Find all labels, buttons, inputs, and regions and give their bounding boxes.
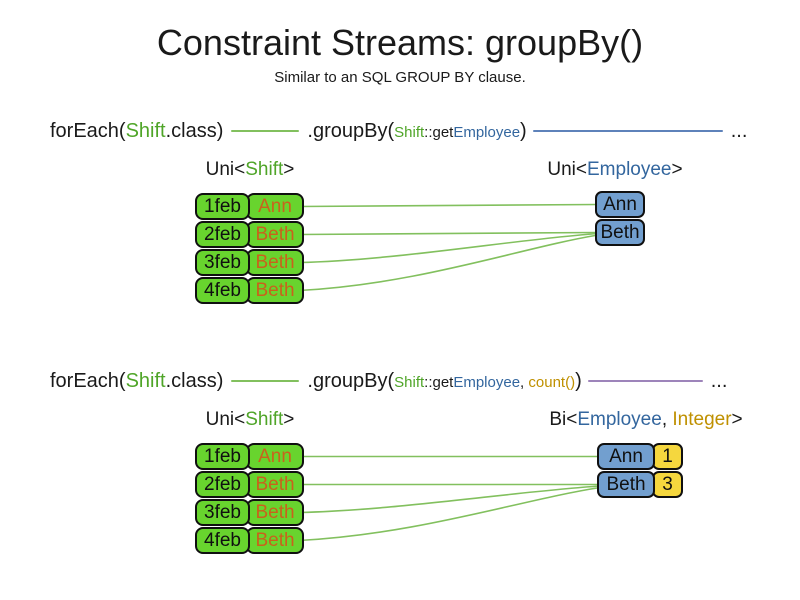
- date-cell: 1feb: [195, 443, 250, 470]
- label-token-integer: Integer: [672, 409, 732, 430]
- code-token: forEach(: [50, 369, 126, 392]
- group-row: Ann: [595, 191, 645, 218]
- code-token-count: count(): [528, 373, 576, 391]
- fact-row: 3feb Beth: [195, 499, 304, 526]
- code-token: .groupBy(: [307, 119, 395, 142]
- result-type-label-2: Bi<Employee, Integer>: [535, 409, 757, 431]
- code-token-shift: Shift: [394, 123, 425, 141]
- label-token-employee: Employee: [577, 409, 662, 430]
- fact-table-1: 1feb Ann 2feb Beth 3feb Beth 4feb Beth: [195, 193, 304, 305]
- group-row: Beth 3: [597, 471, 683, 498]
- code-line-1: forEach(Shift.class) .groupBy(Shift::get…: [50, 119, 747, 143]
- code-groupby-args-2: Shift::getEmployee, count(): [394, 374, 575, 391]
- code-token: ::get: [424, 373, 454, 391]
- result-type-label-1: Uni<Employee>: [540, 159, 690, 181]
- code-token-shift: Shift: [125, 369, 166, 392]
- date-cell: 3feb: [195, 499, 250, 526]
- label-token-shift: Shift: [245, 409, 284, 430]
- code-ellipsis-1: ...: [730, 119, 748, 142]
- group-employee-cell: Beth: [595, 219, 645, 246]
- code-token-employee: Employee: [453, 123, 521, 141]
- group-employee-cell: Ann: [595, 191, 645, 218]
- group-count-cell: 1: [652, 443, 683, 470]
- code-groupby-call-2: .groupBy(Shift::getEmployee, count()): [307, 370, 581, 393]
- label-token: Uni<: [547, 159, 587, 180]
- source-type-label-1: Uni<Shift>: [195, 159, 305, 181]
- code-token: .class): [165, 369, 224, 392]
- fact-row: 1feb Ann: [195, 193, 304, 220]
- date-cell: 3feb: [195, 249, 250, 276]
- employee-cell: Beth: [246, 527, 304, 554]
- code-token: .class): [165, 119, 224, 142]
- group-employee-cell: Ann: [597, 443, 655, 470]
- code-ellipsis-2: ...: [710, 369, 728, 392]
- stream-line-green-2: [231, 380, 300, 382]
- group-list-1: Ann Beth: [595, 191, 645, 247]
- page-subtitle: Similar to an SQL GROUP BY clause.: [274, 69, 526, 86]
- label-token: Uni<: [205, 159, 246, 180]
- connector-ann-1: [298, 203, 599, 208]
- label-token: >: [671, 159, 683, 180]
- group-employee-cell: Beth: [597, 471, 655, 498]
- employee-cell: Beth: [246, 249, 304, 276]
- connector-beth-1b: [298, 232, 599, 264]
- label-token: ,: [661, 409, 673, 430]
- code-token: ::get: [424, 123, 454, 141]
- code-token-shift: Shift: [125, 119, 166, 142]
- connector-beth-1a: [298, 231, 599, 236]
- fact-row: 2feb Beth: [195, 221, 304, 248]
- group-count-cell: 3: [652, 471, 683, 498]
- fact-row: 4feb Beth: [195, 527, 304, 554]
- employee-cell: Ann: [246, 193, 304, 220]
- date-cell: 4feb: [195, 277, 250, 304]
- employee-cell: Beth: [246, 277, 304, 304]
- employee-cell: Beth: [246, 499, 304, 526]
- label-token: >: [283, 409, 295, 430]
- code-token: ,: [520, 373, 529, 391]
- stream-line-blue-1: [532, 130, 723, 132]
- code-foreach-call-2: forEach(Shift.class): [50, 370, 223, 393]
- employee-cell: Beth: [246, 221, 304, 248]
- date-cell: 2feb: [195, 471, 250, 498]
- group-list-2: Ann 1 Beth 3: [597, 443, 683, 499]
- label-token: >: [283, 159, 295, 180]
- date-cell: 1feb: [195, 193, 250, 220]
- code-token: .groupBy(: [307, 369, 395, 392]
- fact-row: 3feb Beth: [195, 249, 304, 276]
- fact-row: 2feb Beth: [195, 471, 304, 498]
- employee-cell: Beth: [246, 471, 304, 498]
- page-title: Constraint Streams: groupBy(): [156, 22, 644, 63]
- connector-beth-2c: [298, 486, 601, 542]
- code-token: ): [575, 369, 582, 392]
- group-row: Ann 1: [597, 443, 683, 470]
- date-cell: 4feb: [195, 527, 250, 554]
- source-type-label-2: Uni<Shift>: [195, 409, 305, 431]
- code-token-employee: Employee: [453, 373, 521, 391]
- connector-beth-2b: [298, 485, 601, 514]
- label-token: Uni<: [205, 409, 246, 430]
- date-cell: 2feb: [195, 221, 250, 248]
- code-token: ): [520, 119, 527, 142]
- code-token: forEach(: [50, 119, 126, 142]
- label-token-shift: Shift: [245, 159, 284, 180]
- fact-table-2: 1feb Ann 2feb Beth 3feb Beth 4feb Beth: [195, 443, 304, 555]
- code-line-2: forEach(Shift.class) .groupBy(Shift::get…: [50, 369, 727, 393]
- label-token-employee: Employee: [587, 159, 672, 180]
- code-groupby-call-1: .groupBy(Shift::getEmployee): [307, 120, 526, 143]
- fact-row: 1feb Ann: [195, 443, 304, 470]
- label-token: >: [731, 409, 743, 430]
- code-groupby-args-1: Shift::getEmployee: [394, 124, 520, 141]
- label-token: Bi<: [549, 409, 578, 430]
- code-token-shift: Shift: [394, 373, 425, 391]
- fact-row: 4feb Beth: [195, 277, 304, 304]
- stream-line-purple-2: [587, 380, 703, 382]
- employee-cell: Ann: [246, 443, 304, 470]
- group-row: Beth: [595, 219, 645, 246]
- code-foreach-call-1: forEach(Shift.class): [50, 120, 223, 143]
- stream-line-green-1: [231, 130, 300, 132]
- connector-beth-1c: [298, 234, 599, 292]
